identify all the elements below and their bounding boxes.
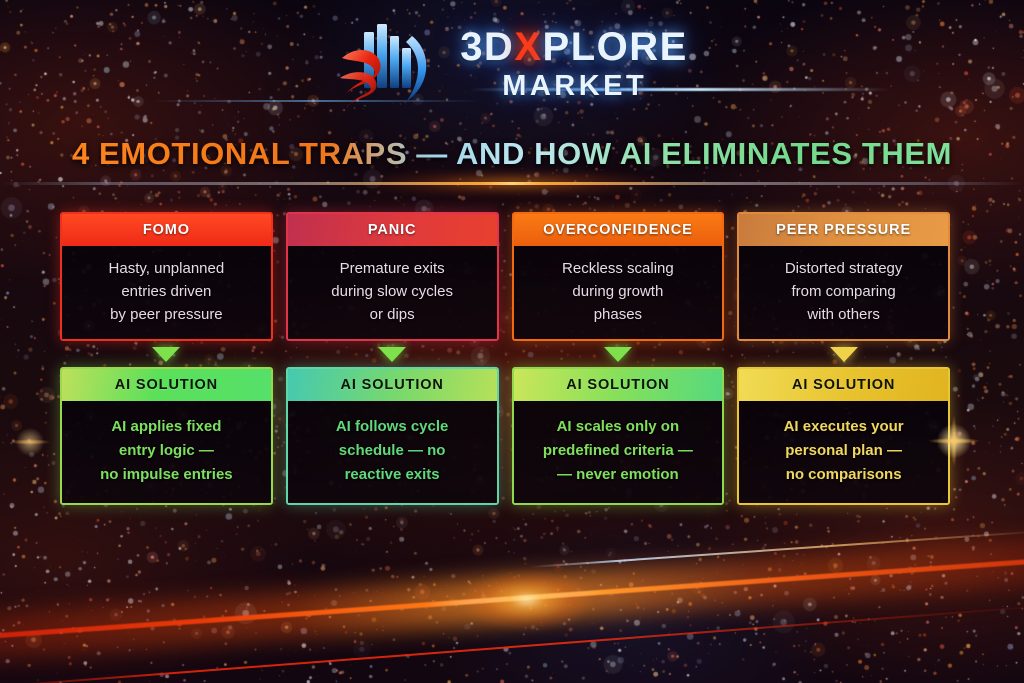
arrow-down-icon [603, 346, 632, 362]
title-divider [0, 182, 1024, 185]
trap-card-heading: PANIC [287, 214, 497, 246]
arrow-zone-2 [286, 341, 499, 367]
trap-column-4: PEER PRESSURE Distorted strategy from com… [737, 212, 950, 505]
trap-text-line: during growth [572, 282, 664, 300]
logo-light-streak-left [150, 100, 480, 102]
traps-grid: FOMO Hasty, unplanned entries driven by pe… [60, 212, 950, 505]
brand-plore: PLORE [542, 25, 688, 69]
arrow-down-icon [378, 346, 407, 362]
trap-card-1[interactable]: FOMO Hasty, unplanned entries driven by pe… [60, 212, 273, 341]
ai-solution-heading: AI SOLUTION [287, 369, 497, 401]
ai-solution-body: AI follows cycle schedule — no reactive ex… [287, 401, 497, 503]
ai-solution-body: AI executes your personal plan — no compar… [739, 401, 948, 503]
solution-text-line: entry logic — [118, 442, 214, 459]
ai-solution-card-1[interactable]: AI SOLUTION AI applies fixed entry logic … [60, 367, 273, 505]
trap-text-line: entries driven [121, 282, 212, 300]
brand-logo[interactable]: 3DXPLORE MARKET [0, 14, 1024, 114]
ai-solution-card-2[interactable]: AI SOLUTION AI follows cycle schedule — n… [285, 367, 499, 505]
brand-wordmark: 3DXPLORE MARKET [460, 27, 688, 101]
trap-card-heading: FOMO [62, 214, 271, 246]
ai-solution-body: AI applies fixed entry logic — no impulse … [62, 401, 271, 503]
logo-light-streak-right [470, 88, 890, 91]
solution-text-line: no comparisons [785, 466, 902, 483]
brand-name-line2: MARKET [502, 70, 648, 102]
lens-sparkle-left [2, 414, 58, 470]
brand-3d: 3D [460, 25, 515, 69]
trap-text-line: or dips [369, 306, 415, 324]
building-swoosh-logo-icon [336, 18, 446, 110]
trap-card-4[interactable]: PEER PRESSURE Distorted strategy from com… [737, 212, 950, 341]
solution-text-line: AI scales only on [556, 418, 680, 435]
trap-text-line: from comparing [791, 282, 896, 300]
solution-text-line: AI applies fixed [111, 418, 222, 435]
solution-text-line: — never emotion [557, 466, 679, 483]
ai-solution-heading: AI SOLUTION [739, 369, 948, 401]
trap-card-body: Hasty, unplanned entries driven by peer pr… [62, 246, 271, 339]
arrow-zone-1 [60, 341, 273, 367]
page-title: 4 EMOTIONAL TRAPS — AND HOW AI ELIMINATE… [0, 136, 1024, 172]
solution-text-line: personal plan — [785, 442, 902, 459]
solution-text-line: reactive exits [344, 466, 440, 483]
trap-text-line: during slow cycles [331, 282, 453, 300]
trap-column-1: FOMO Hasty, unplanned entries driven by pe… [60, 212, 273, 505]
bottom-lens-flare [432, 556, 622, 644]
ai-solution-heading: AI SOLUTION [62, 369, 271, 401]
arrow-down-icon [152, 346, 181, 362]
solution-text-line: predefined criteria — [542, 442, 693, 459]
trap-text-line: Hasty, unplanned [108, 259, 225, 277]
trap-column-3: OVERCONFIDENCE Reckless scaling during gr… [511, 212, 725, 505]
brand-x: X [514, 25, 543, 69]
trap-card-2[interactable]: PANIC Premature exits during slow cycles o… [285, 212, 499, 341]
ai-solution-heading: AI SOLUTION [513, 369, 723, 401]
trap-text-line: phases [593, 306, 643, 324]
trap-text-line: Premature exits [339, 259, 445, 277]
solution-text-line: schedule — no [338, 442, 446, 459]
lens-sparkle-right [918, 405, 990, 477]
trap-text-line: Distorted strategy [784, 259, 903, 277]
trap-text-line: Reckless scaling [562, 259, 674, 277]
trap-text-line: by peer pressure [110, 306, 223, 324]
solution-text-line: AI executes your [783, 418, 904, 435]
trap-card-body: Distorted strategy from comparing with oth… [739, 246, 948, 339]
trap-card-3[interactable]: OVERCONFIDENCE Reckless scaling during gr… [511, 212, 725, 341]
brand-name-line1: 3DXPLORE [460, 27, 688, 67]
ai-solution-card-4[interactable]: AI SOLUTION AI executes your personal pla… [737, 367, 950, 505]
trap-card-heading: OVERCONFIDENCE [513, 214, 723, 246]
solution-text-line: AI follows cycle [335, 418, 449, 435]
ai-solution-body: AI scales only on predefined criteria — — … [513, 401, 723, 503]
arrow-zone-4 [737, 341, 950, 367]
ai-solution-card-3[interactable]: AI SOLUTION AI scales only on predefined … [511, 367, 725, 505]
trap-column-2: PANIC Premature exits during slow cycles o… [285, 212, 499, 505]
arrow-down-icon [829, 346, 858, 362]
trap-card-body: Premature exits during slow cycles or dips [287, 246, 497, 339]
arrow-zone-3 [512, 341, 725, 367]
trap-card-heading: PEER PRESSURE [739, 214, 948, 246]
trap-card-body: Reckless scaling during growth phases [513, 246, 723, 339]
solution-text-line: no impulse entries [100, 466, 233, 483]
trap-text-line: with others [807, 306, 880, 324]
